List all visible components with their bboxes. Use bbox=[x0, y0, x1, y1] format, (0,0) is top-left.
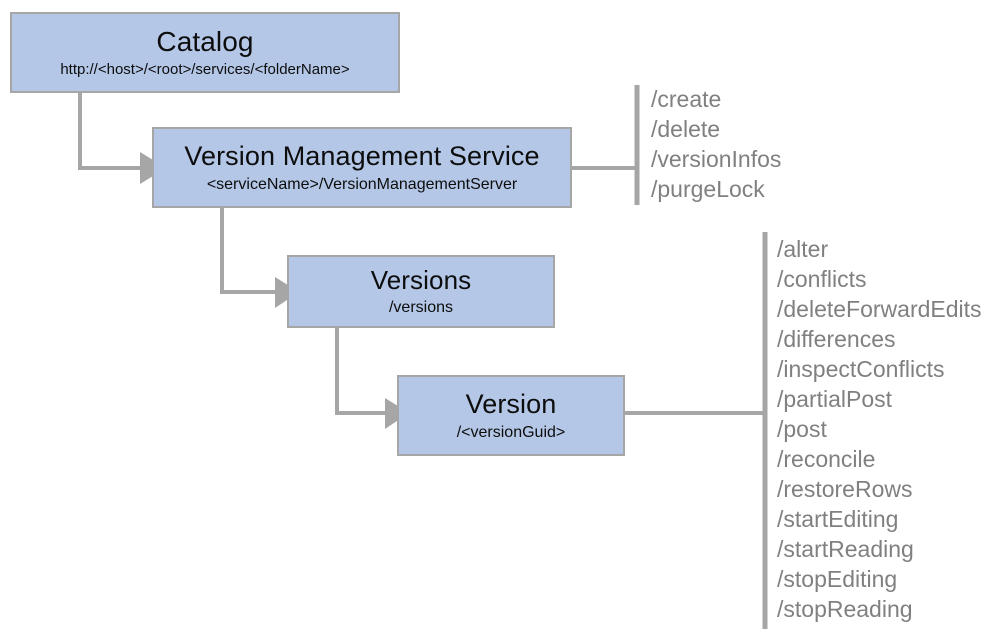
operation-list-service: /create/delete/versionInfos/purgeLock bbox=[651, 84, 781, 204]
node-version[interactable]: Version /<versionGuid> bbox=[397, 375, 625, 456]
connector-versions-to-version bbox=[335, 328, 385, 415]
operation-item[interactable]: /post bbox=[777, 416, 827, 442]
operation-item[interactable]: /create bbox=[651, 86, 722, 112]
operation-item[interactable]: /restoreRows bbox=[777, 476, 913, 502]
operation-item[interactable]: /conflicts bbox=[777, 266, 867, 292]
node-catalog-subtitle: http://<host>/<root>/services/<folderNam… bbox=[60, 60, 350, 78]
node-versions-subtitle: /versions bbox=[388, 298, 454, 316]
node-catalog-title: Catalog bbox=[156, 26, 254, 58]
operation-item[interactable]: /delete bbox=[651, 116, 721, 142]
node-catalog[interactable]: Catalog http://<host>/<root>/services/<f… bbox=[10, 12, 400, 93]
operation-item[interactable]: /reconcile bbox=[777, 446, 876, 472]
operation-item[interactable]: /deleteForwardEdits bbox=[777, 296, 982, 322]
connector-catalog-to-service bbox=[78, 93, 140, 170]
operation-item[interactable]: /alter bbox=[777, 236, 829, 262]
connector-service-to-versions bbox=[220, 208, 275, 294]
node-version-management-service-title: Version Management Service bbox=[184, 141, 540, 172]
node-version-management-service[interactable]: Version Management Service <serviceName>… bbox=[152, 127, 572, 208]
operation-item[interactable]: /partialPost bbox=[777, 386, 893, 412]
operation-item[interactable]: /startEditing bbox=[777, 506, 899, 532]
node-versions[interactable]: Versions /versions bbox=[287, 255, 555, 328]
node-version-management-service-subtitle: <serviceName>/VersionManagementServer bbox=[206, 175, 518, 193]
operation-item[interactable]: /purgeLock bbox=[651, 176, 765, 202]
operation-item[interactable]: /differences bbox=[777, 326, 896, 352]
operation-item[interactable]: /inspectConflicts bbox=[777, 356, 945, 382]
node-version-title: Version bbox=[465, 389, 557, 420]
operation-item[interactable]: /versionInfos bbox=[651, 146, 782, 172]
node-version-subtitle: /<versionGuid> bbox=[456, 423, 566, 441]
operation-item[interactable]: /startReading bbox=[777, 536, 914, 562]
operation-list-version: /alter/conflicts/deleteForwardEdits/diff… bbox=[777, 234, 982, 624]
operation-item[interactable]: /stopEditing bbox=[777, 566, 898, 592]
operation-item[interactable]: /stopReading bbox=[777, 596, 913, 622]
node-versions-title: Versions bbox=[370, 264, 472, 295]
